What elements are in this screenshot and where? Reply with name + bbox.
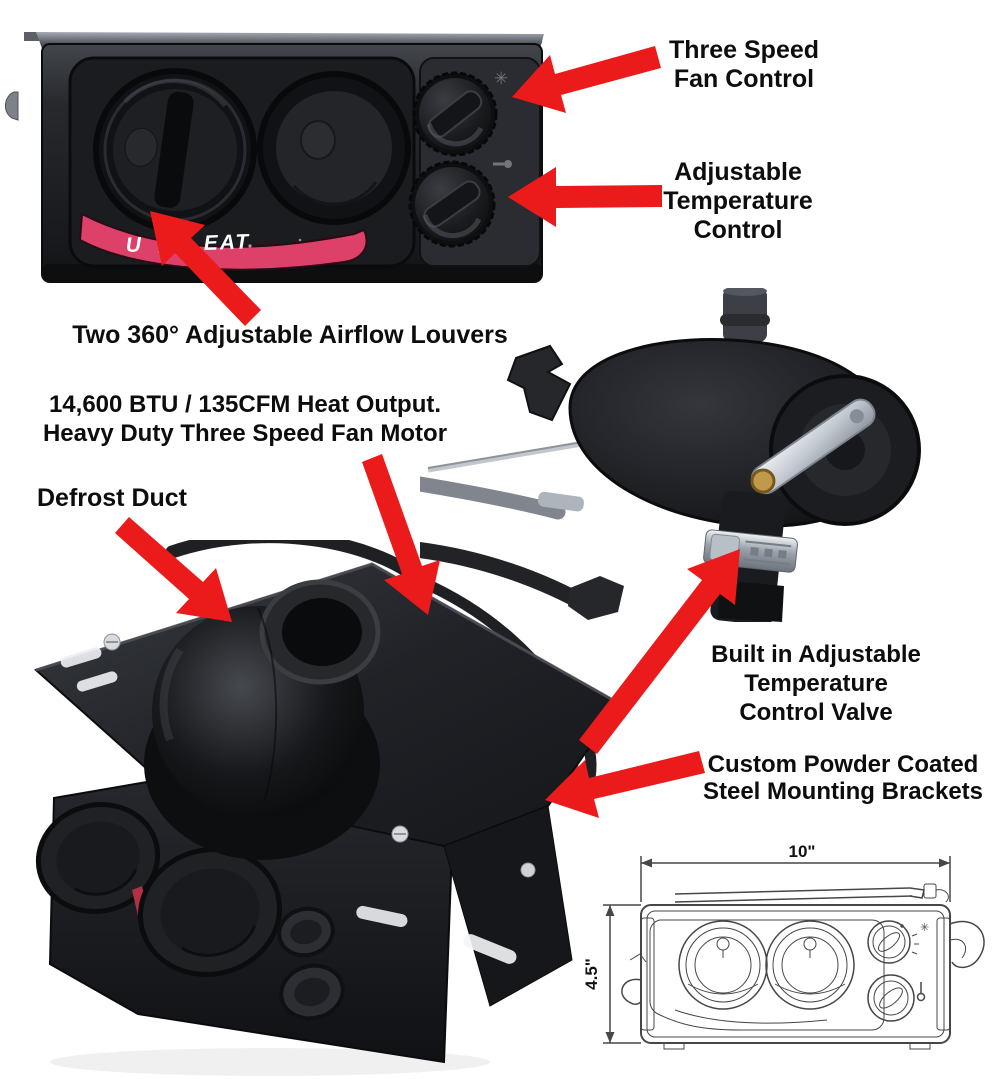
label-line: Defrost Duct [37, 484, 188, 512]
label-line: Temperature [663, 187, 813, 215]
drawing-end-cap-left [640, 917, 655, 1031]
label-line: Three Speed [668, 36, 820, 64]
label-defrost-duct: Defrost Duct [37, 484, 257, 513]
plate-screw-3 [520, 862, 536, 878]
valve-mount-clip [506, 344, 572, 422]
label-line: Custom Powder Coated [707, 751, 979, 778]
drawing-foot-left [663, 1042, 685, 1050]
height-dimension-label: 4.5" [582, 958, 601, 990]
plate-slot-2 [76, 671, 118, 692]
width-dimension-label: 10" [789, 842, 816, 861]
label-line: Control [693, 216, 783, 244]
label-louvers: Two 360° Adjustable Airflow Louvers [52, 321, 528, 350]
thermometer-icon [493, 160, 512, 168]
drawing-louver-right [765, 920, 855, 1010]
brand-label-right-text: EAT [203, 230, 250, 255]
label-line: Adjustable [674, 158, 802, 186]
label-line: Heavy Duty Three Speed Fan Motor [42, 420, 448, 447]
drawing-left-hook [621, 978, 642, 1005]
plate-slot-3 [356, 905, 408, 928]
valve-inlet-pipe [720, 288, 770, 342]
brand-label-left-text: U [125, 233, 142, 257]
label-line: Temperature [744, 670, 888, 697]
drawing-fan-symbol-icon: ✳ [920, 922, 929, 934]
valve-lever [750, 398, 876, 495]
label-line: Two 360° Adjustable Airflow Louvers [72, 321, 508, 349]
unit-shadow [50, 1048, 490, 1076]
height-dimension [603, 904, 641, 1044]
drawing-swoosh [674, 1009, 828, 1024]
drawing-louver-left [678, 920, 768, 1010]
drawing-fan-knob [867, 920, 919, 964]
brass-pivot [750, 468, 776, 494]
body-knob-lower [279, 963, 345, 1021]
heater-unit-photo [34, 540, 620, 1076]
defrost-duct-dome [144, 579, 381, 860]
cable-ferrule [537, 491, 584, 512]
airflow-louver-right [257, 71, 411, 225]
label-valve: Built in Adjustable Temperature Control … [698, 640, 934, 727]
body-louver-right [137, 847, 283, 977]
frame-tab-left [24, 32, 46, 41]
mount-clip [5, 91, 19, 121]
drawing-end-cap-right [936, 917, 951, 1031]
cable-sheath [420, 476, 566, 520]
label-brackets: Custom Powder Coated Steel Mounting Brac… [692, 751, 994, 805]
drawing-lines [603, 856, 985, 1050]
heater-valve-photo [420, 288, 921, 622]
plate-slot-1 [60, 647, 102, 668]
plate-slot-4 [463, 934, 517, 964]
body-louver-left [35, 802, 161, 914]
temperature-knob [408, 160, 496, 248]
label-line: Steel Mounting Brackets [702, 778, 984, 805]
label-fan-control: Three Speed Fan Control [628, 36, 860, 94]
fan-symbol-icon: ✳ [494, 69, 508, 88]
label-heat-output: 14,600 BTU / 135CFM Heat Output. Heavy D… [22, 390, 468, 448]
label-line: Built in Adjustable [711, 641, 921, 668]
drawing-temp-knob [867, 974, 915, 1022]
airflow-louver-left [93, 68, 257, 232]
body-knob-upper [277, 906, 335, 958]
label-line: Fan Control [673, 65, 815, 93]
label-line: Control Valve [739, 699, 893, 726]
plate-wrap-right [443, 805, 573, 1007]
width-dimension [640, 856, 951, 902]
dimension-drawing: ✳ 10" 4.5" [582, 842, 985, 1050]
drawing-top-tube [674, 887, 911, 895]
label-line: 14,600 BTU / 135CFM Heat Output. [48, 391, 442, 418]
fan-speed-knob [412, 71, 498, 157]
drawing-foot-right [909, 1042, 931, 1050]
label-temp-control: Adjustable Temperature Control [624, 158, 852, 245]
control-panel-photo: U EAT ✳ [5, 32, 544, 283]
drawing-thermometer-icon [916, 982, 926, 1002]
drawing-right-hose-bend [949, 920, 985, 969]
